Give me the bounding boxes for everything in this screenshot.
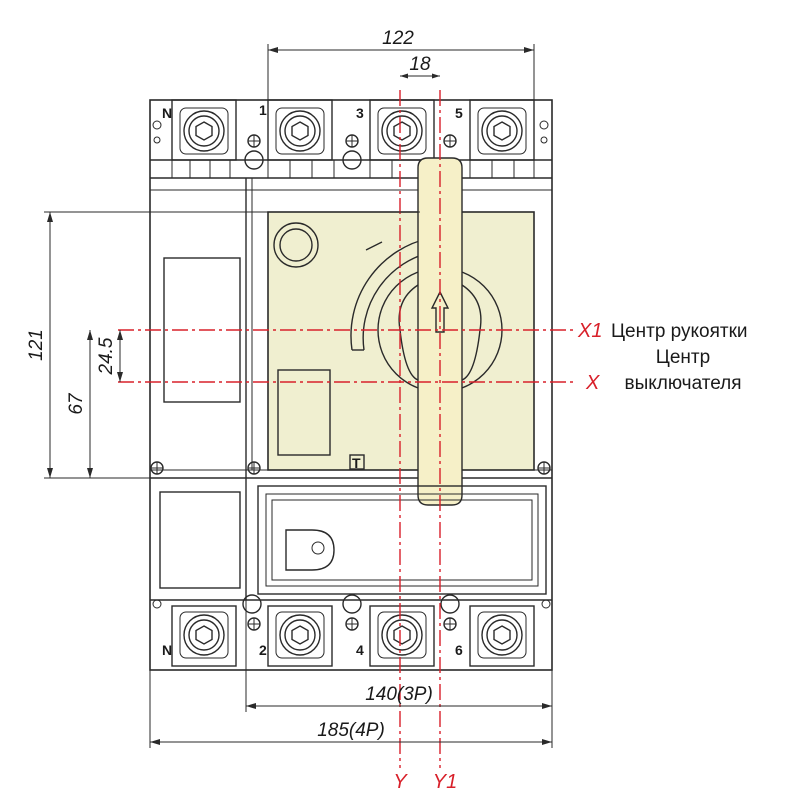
terminal-label-bottom-2: 2	[259, 642, 267, 658]
terminal-3-top	[369, 99, 435, 161]
bottom-window	[257, 485, 547, 595]
axis-label-y: Y	[393, 771, 408, 793]
dim-offset-vertical: 24.5	[96, 337, 117, 375]
terminal-5-top	[469, 99, 535, 161]
dim-width-3p: 140(3P)	[365, 684, 433, 705]
dim-height-total: 121	[26, 329, 47, 361]
dim-width-top: 122	[382, 28, 414, 49]
terminal-label-bottom-n: N	[162, 642, 172, 658]
note-handle-center: Центр рукоятки	[611, 321, 748, 342]
axis-label-x: X	[585, 372, 600, 394]
top-terminal-block: N 1 3 5	[150, 99, 552, 191]
dim-height-lower: 67	[66, 392, 87, 415]
axis-label-y1: Y1	[433, 771, 457, 793]
terminal-6-bottom	[469, 605, 535, 667]
terminal-label-top-n: N	[162, 105, 172, 121]
front-panel-details: T	[247, 222, 551, 475]
marking-symbol: T	[352, 455, 361, 471]
bottom-terminal-block: N 2 4 6	[150, 594, 552, 667]
dim-offset-top: 18	[409, 54, 431, 75]
center-lines	[118, 90, 575, 768]
terminal-n-top	[171, 99, 237, 161]
terminal-1-top	[267, 99, 333, 161]
terminal-n-bottom	[171, 605, 237, 667]
terminal-label-top-5: 5	[455, 105, 463, 121]
dim-width-4p: 185(4P)	[317, 720, 385, 741]
terminal-2-bottom	[267, 605, 333, 667]
terminal-label-bottom-6: 6	[455, 642, 463, 658]
terminal-label-top-1: 1	[259, 102, 267, 118]
terminal-label-top-3: 3	[356, 105, 364, 121]
terminal-4-bottom	[369, 605, 435, 667]
note-breaker-center-line2: выключателя	[624, 373, 741, 394]
note-breaker-center-line1: Центр	[656, 347, 710, 368]
terminal-label-bottom-4: 4	[356, 642, 364, 658]
dimension-lines	[44, 44, 553, 748]
axis-label-x1: X1	[577, 320, 602, 342]
